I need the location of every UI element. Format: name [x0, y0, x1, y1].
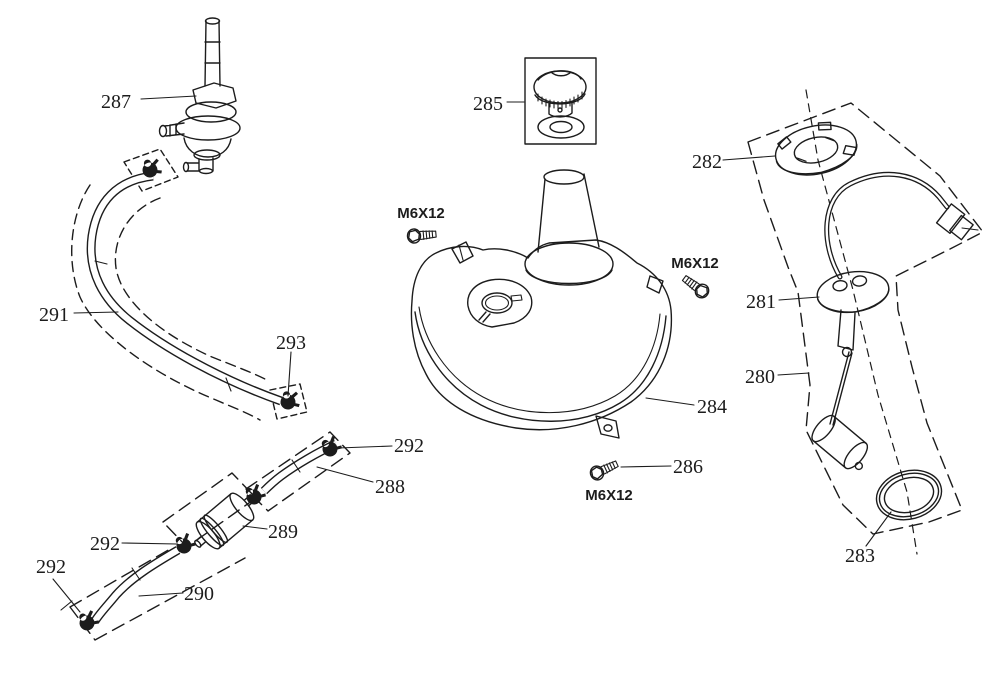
fuel-filter-group [69, 431, 351, 641]
fuel-petcock [158, 17, 241, 175]
label-283: 283 [845, 545, 875, 567]
fuel-hose-291-group [71, 148, 308, 421]
tank-front-tab [451, 241, 474, 264]
label-292-bottom: 292 [36, 556, 66, 578]
label-287: 287 [101, 91, 131, 113]
float [811, 414, 869, 471]
label-290: 290 [184, 583, 214, 605]
label-288: 288 [375, 476, 405, 498]
hose288-dashed-box [245, 431, 351, 512]
bolt-m6x12-right [679, 271, 713, 302]
fuel-cap-assembly [524, 57, 597, 145]
leader-lines [52, 95, 892, 613]
hose-seam [94, 260, 232, 392]
assembly-centerline [805, 89, 918, 555]
hose-guide-inner [114, 197, 268, 381]
gasket-283 [875, 469, 943, 521]
label-m6x12-top: M6X12 [397, 205, 445, 222]
label-m6x12-right: M6X12 [671, 255, 719, 272]
part-labels: 287 285 282 291 293 292 288 289 292 290 … [36, 91, 875, 605]
assembly-boundary [747, 102, 984, 535]
bolt-m6x12-top [406, 226, 438, 245]
tank-side-bracket [646, 275, 664, 294]
label-292-mid: 292 [90, 533, 120, 555]
label-284: 284 [697, 396, 727, 418]
label-286: 286 [673, 456, 703, 478]
label-285: 285 [473, 93, 503, 115]
lock-ring-282 [774, 121, 858, 176]
clamp-box-293 [269, 383, 308, 420]
fuel-sender-assembly [747, 89, 984, 555]
label-m6x12-bottom: M6X12 [585, 487, 633, 504]
sender-pad [467, 278, 533, 328]
tank-bottom-tab [595, 415, 620, 439]
label-292-top: 292 [394, 435, 424, 457]
fuel-gauge-sender-281 [811, 270, 890, 471]
label-293: 293 [276, 332, 306, 354]
float-arm [829, 351, 853, 426]
label-282: 282 [692, 151, 722, 173]
label-281: 281 [746, 291, 776, 313]
neck-flange [524, 242, 614, 286]
label-280: 280 [745, 366, 775, 388]
fuel-tank [410, 169, 673, 439]
hose-clamp-293 [278, 389, 301, 411]
label-289: 289 [268, 521, 298, 543]
tank-flange-seam [414, 311, 667, 422]
bolt-m6x12-bottom [587, 456, 621, 483]
wire-connector [935, 203, 974, 241]
filler-neck [537, 173, 600, 253]
label-291: 291 [39, 304, 69, 326]
hose-guide-outer [71, 184, 261, 421]
